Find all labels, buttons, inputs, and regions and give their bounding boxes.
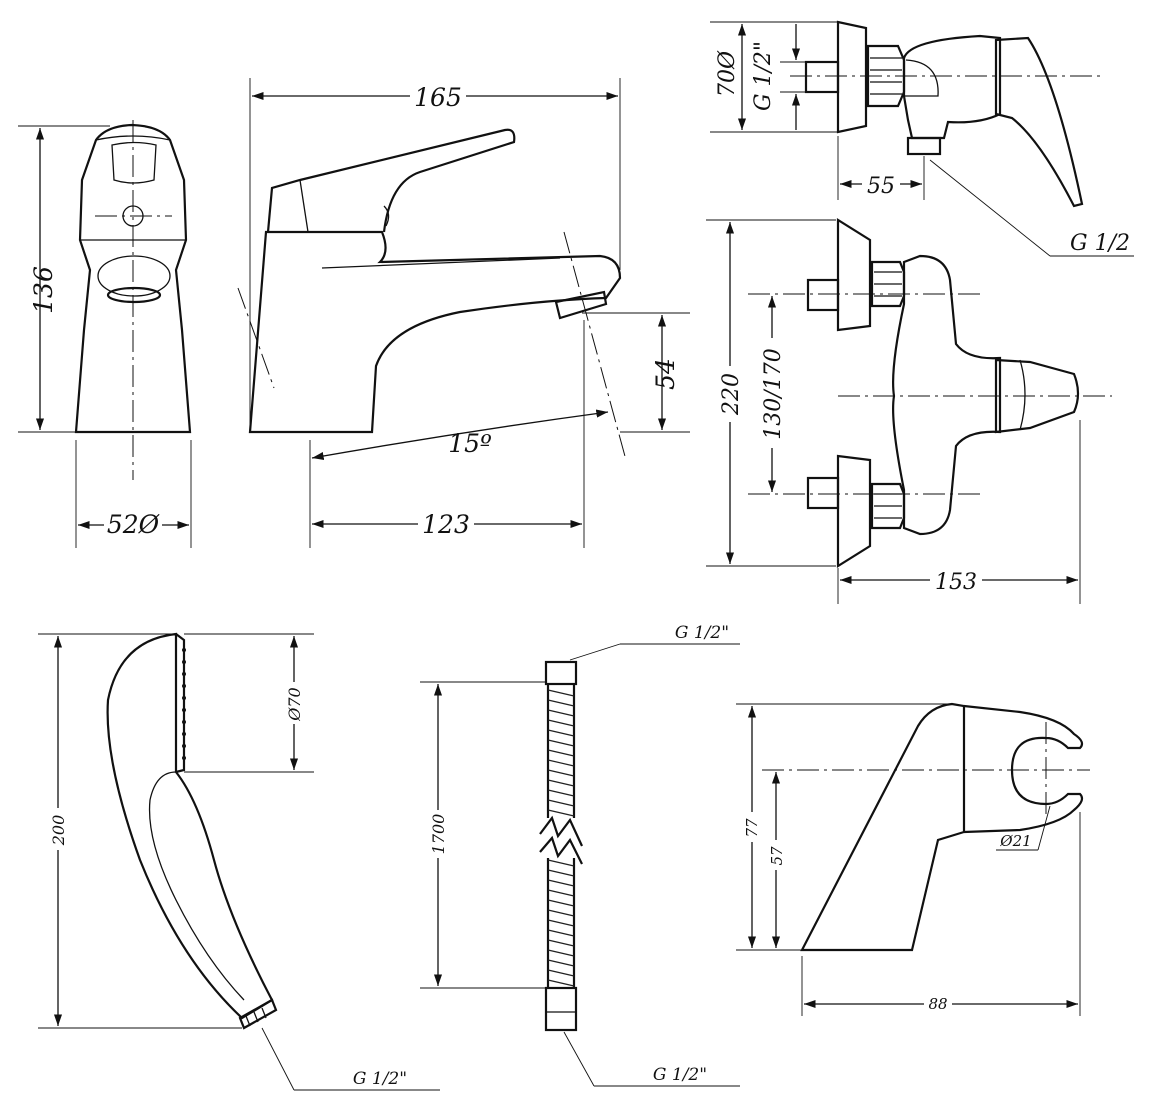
- hose-top-fitting: [544, 660, 578, 686]
- basin-side-spout-height-label: 54: [651, 358, 680, 390]
- hose-bottom-fitting: [544, 986, 578, 1032]
- hose-body: [536, 684, 588, 988]
- shower-side-outlet-thread-label: G 1/2: [1070, 231, 1130, 256]
- hose-bottom-thread-label: G 1/2": [653, 1065, 707, 1085]
- shower-side-depth-label: 55: [867, 174, 895, 199]
- holder-clip-diameter-label: Ø21: [999, 832, 1031, 850]
- shower-front-width-label: 153: [935, 570, 977, 595]
- shower-front-body: [892, 254, 1002, 536]
- shower-side-flange: [836, 20, 868, 134]
- basin-front-diameter-label: 52Ø: [107, 510, 160, 539]
- shower-front-centers-label: 130/170: [761, 348, 786, 439]
- basin-mixer-front-view: 136 52Ø: [18, 120, 192, 548]
- holder-clip: [963, 704, 1084, 834]
- mixer-front-lever-cap: [111, 141, 157, 184]
- basin-side-length-label: 165: [414, 83, 462, 112]
- hand-shower-length-label: 200: [49, 815, 68, 847]
- hand-shower-view: 200 Ø70 G 1/2": [38, 632, 440, 1091]
- mixer-side-lever: [266, 128, 516, 233]
- mixer-side-aerator: [554, 290, 608, 320]
- hose-top-thread-label: G 1/2": [675, 623, 729, 643]
- holder-axis-height-label: 57: [768, 846, 786, 866]
- hand-shower-thread: [238, 998, 278, 1030]
- hand-shower-diameter-label: Ø70: [285, 687, 304, 721]
- hand-shower-body: [106, 632, 274, 1020]
- hose-length-label: 1700: [429, 814, 448, 855]
- shower-mixer-side-view: 70Ø G 1/2" 55 G 1/2: [710, 20, 1134, 257]
- basin-mixer-side-view: 165 123 54 15º: [237, 78, 690, 548]
- shower-side-body: [902, 34, 1002, 140]
- holder-height-label: 77: [743, 818, 761, 838]
- basin-side-reach-label: 123: [422, 510, 470, 539]
- holder-depth-label: 88: [928, 995, 947, 1013]
- spray-nozzles: [182, 648, 186, 760]
- shower-mixer-front-view: 220 130/170 153: [706, 218, 1112, 604]
- shower-side-lever: [994, 36, 1084, 208]
- hand-shower-thread-label: G 1/2": [353, 1069, 407, 1089]
- basin-side-angle-label: 15º: [448, 429, 492, 458]
- shower-front-height-label: 220: [719, 373, 744, 416]
- basin-front-height-label: 136: [29, 266, 58, 314]
- holder-view: 77 57 88 Ø21: [736, 702, 1090, 1016]
- hose-view: 1700 G 1/2" G 1/2": [420, 623, 740, 1087]
- mixer-front-aerator: [97, 255, 171, 297]
- shower-side-flange-diameter-label: 70Ø: [715, 50, 740, 97]
- mixer-side-body: [248, 230, 622, 434]
- holder-body: [800, 702, 966, 952]
- shower-side-inlet-thread-label: G 1/2": [751, 41, 776, 111]
